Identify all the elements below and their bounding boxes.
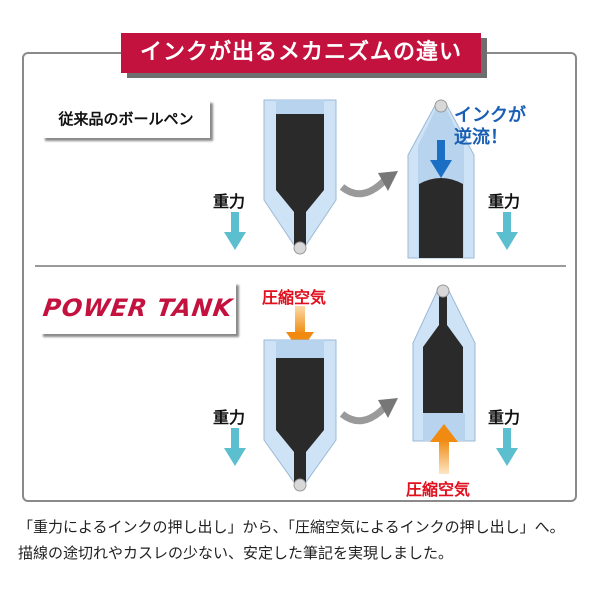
- caption-line-1: 「重力によるインクの押し出し」から、「圧縮空気によるインクの押し出し」へ。: [18, 518, 565, 536]
- power-tank-pen-inverted-illustration: [412, 284, 476, 442]
- compressed-air-label: 圧縮空気: [406, 480, 471, 499]
- gravity-label: 重力: [213, 192, 246, 211]
- backflow-arrow-icon: [430, 140, 452, 178]
- transition-arrow-icon: [339, 171, 398, 198]
- gravity-label: 重力: [213, 408, 246, 427]
- gravity-arrow-icon: [224, 212, 246, 250]
- gravity-label: 重力: [488, 192, 521, 211]
- conventional-pen-label: 従来品のボールペン: [42, 100, 210, 138]
- compressed-air-arrow-icon: [430, 424, 458, 474]
- power-tank-logo-text: POWER TANK: [41, 294, 235, 322]
- conventional-pen-tip-down-illustration: [263, 99, 337, 255]
- gravity-arrow-icon: [224, 428, 246, 466]
- power-tank-pen-tip-down-illustration: [263, 339, 337, 492]
- caption-line-2: 描線の途切れやカスレの少ない、安定した筆記を実現しました。: [18, 544, 454, 562]
- conventional-pen-inverted-illustration: [407, 99, 475, 259]
- gravity-arrow-icon: [496, 212, 518, 250]
- compressed-air-label: 圧縮空気: [262, 288, 327, 307]
- backflow-label-line2: 逆流！: [454, 127, 508, 148]
- backflow-label-line1: インクが: [454, 105, 526, 126]
- section-divider: [35, 265, 566, 267]
- power-tank-logo: POWER TANK: [40, 282, 236, 334]
- gravity-arrow-icon: [496, 428, 518, 466]
- page-title: インクが出るメカニズムの違い: [121, 33, 481, 73]
- transition-arrow-icon: [339, 398, 398, 425]
- gravity-label: 重力: [488, 408, 521, 427]
